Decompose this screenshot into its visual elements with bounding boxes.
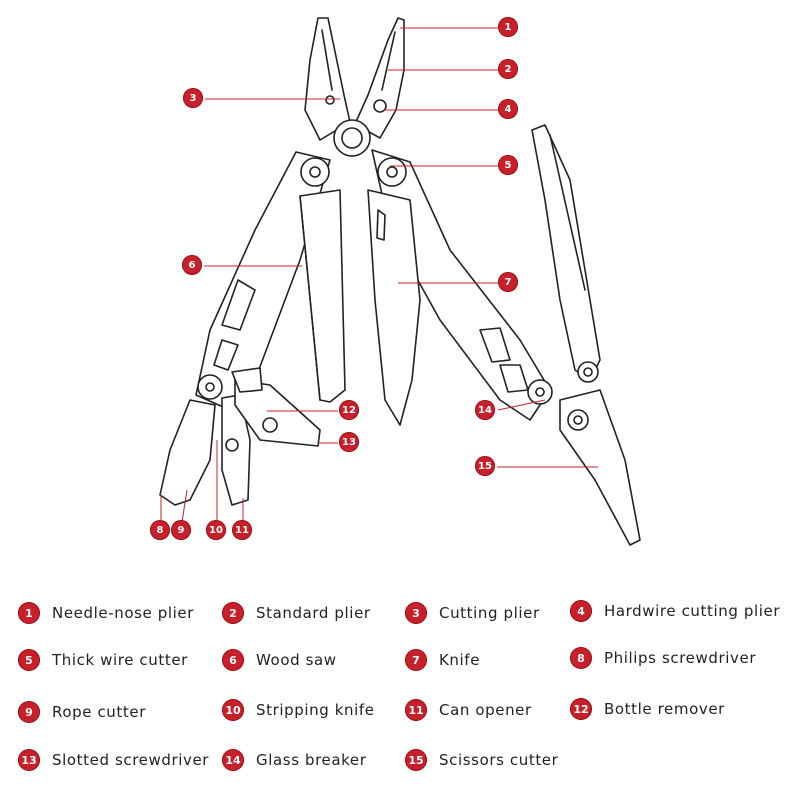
number-badge: 13 bbox=[18, 749, 40, 771]
legend-label: Cutting plier bbox=[439, 604, 540, 622]
legend-label: Can opener bbox=[439, 701, 532, 719]
legend-item-glass-breaker: 14 Glass breaker bbox=[222, 745, 367, 775]
legend-label: Standard plier bbox=[256, 604, 371, 622]
callout-badge-1: 1 bbox=[498, 17, 518, 37]
number-badge: 1 bbox=[18, 602, 40, 624]
legend-label: Stripping knife bbox=[256, 701, 375, 719]
legend-item-hardwire-cutting-plier: 4 Hardwire cutting plier bbox=[570, 596, 780, 626]
legend-item-thick-wire-cutter: 5 Thick wire cutter bbox=[18, 645, 188, 675]
number-badge: 4 bbox=[570, 600, 592, 622]
legend-item-needle-nose-plier: 1 Needle-nose plier bbox=[18, 598, 194, 628]
legend-item-scissors-cutter: 15 Scissors cutter bbox=[405, 745, 558, 775]
callout-badge-14: 14 bbox=[475, 400, 495, 420]
callout-badge-10: 10 bbox=[206, 520, 226, 540]
legend-item-philips-screwdriver: 8 Philips screwdriver bbox=[570, 643, 756, 673]
callout-badge-2: 2 bbox=[498, 59, 518, 79]
legend-label: Slotted screwdriver bbox=[52, 751, 210, 769]
callout-badge-11: 11 bbox=[232, 520, 252, 540]
number-badge: 7 bbox=[405, 649, 427, 671]
number-badge: 12 bbox=[570, 698, 592, 720]
number-badge: 8 bbox=[570, 647, 592, 669]
callout-badge-15: 15 bbox=[475, 456, 495, 476]
wood-saw bbox=[299, 189, 346, 403]
number-badge: 9 bbox=[18, 701, 40, 723]
legend-item-knife: 7 Knife bbox=[405, 645, 480, 675]
legend-item-standard-plier: 2 Standard plier bbox=[222, 598, 371, 628]
number-badge: 6 bbox=[222, 649, 244, 671]
legend-label: Rope cutter bbox=[52, 703, 146, 721]
callout-badge-4: 4 bbox=[498, 99, 518, 119]
number-badge: 10 bbox=[222, 699, 244, 721]
scissors bbox=[559, 389, 641, 546]
callout-lines bbox=[160, 27, 598, 523]
number-badge: 5 bbox=[18, 649, 40, 671]
bottom-tools bbox=[159, 367, 321, 506]
legend-label: Scissors cutter bbox=[439, 751, 559, 769]
callout-badge-5: 5 bbox=[498, 155, 518, 175]
number-badge: 15 bbox=[405, 749, 427, 771]
legend-item-bottle-remover: 12 Bottle remover bbox=[570, 694, 725, 724]
legend-item-slotted-screwdriver: 13 Slotted screwdriver bbox=[18, 745, 209, 775]
number-badge: 2 bbox=[222, 602, 244, 624]
legend: 1 Needle-nose plier 2 Standard plier 3 C… bbox=[0, 590, 800, 790]
callout-badge-13: 13 bbox=[339, 432, 359, 452]
legend-label: Bottle remover bbox=[604, 700, 725, 718]
legend-label: Wood saw bbox=[256, 651, 337, 669]
callout-badge-9: 9 bbox=[171, 520, 191, 540]
left-handle bbox=[195, 151, 331, 411]
legend-item-wood-saw: 6 Wood saw bbox=[222, 645, 337, 675]
legend-label: Philips screwdriver bbox=[604, 649, 757, 667]
legend-label: Glass breaker bbox=[256, 751, 367, 769]
legend-item-stripping-knife: 10 Stripping knife bbox=[222, 695, 375, 725]
callout-badge-3: 3 bbox=[183, 88, 203, 108]
number-badge: 14 bbox=[222, 749, 244, 771]
callout-badge-6: 6 bbox=[182, 255, 202, 275]
number-badge: 11 bbox=[405, 699, 427, 721]
multitool-illustration bbox=[159, 17, 641, 546]
number-badge: 3 bbox=[405, 602, 427, 624]
legend-label: Thick wire cutter bbox=[52, 651, 188, 669]
legend-label: Hardwire cutting plier bbox=[604, 602, 781, 620]
knife-blade bbox=[367, 189, 421, 426]
legend-label: Needle-nose plier bbox=[52, 604, 194, 622]
callout-badge-12: 12 bbox=[339, 400, 359, 420]
callout-badge-8: 8 bbox=[150, 520, 170, 540]
legend-item-cutting-plier: 3 Cutting plier bbox=[405, 598, 540, 628]
legend-item-can-opener: 11 Can opener bbox=[405, 695, 532, 725]
plier-jaws bbox=[304, 17, 405, 157]
scissors-arm bbox=[531, 124, 601, 383]
legend-label: Knife bbox=[439, 651, 481, 669]
callout-badge-7: 7 bbox=[498, 272, 518, 292]
legend-item-rope-cutter: 9 Rope cutter bbox=[18, 697, 146, 727]
